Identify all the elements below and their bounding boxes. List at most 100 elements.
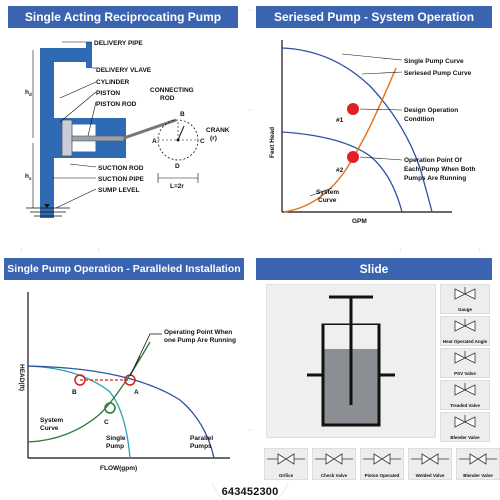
symbol-label: Orifice (278, 473, 294, 478)
label-delivery-valve: DELIVERY VLAVE (96, 67, 152, 74)
point-c (104, 402, 116, 414)
valve-symbol-icon (363, 453, 401, 465)
symbol-label: Treaded Valve (449, 403, 481, 408)
label-single-1: Single (106, 435, 126, 442)
valve-symbol-icon (454, 415, 476, 428)
system-curve (283, 67, 397, 213)
bottom-symbols: Orifice Check Valve Piston Operated Welded … (264, 448, 500, 480)
symbol-tile: Blender Valve (456, 448, 500, 480)
label-point-2: #2 (336, 167, 344, 174)
point-2 (347, 151, 359, 163)
symbol-tile: Heat Operated Angle (440, 316, 490, 346)
pipe-vertical (40, 48, 54, 218)
panel-seriesed-pump: Seriesed Pump - System Operation Single … (252, 0, 500, 248)
point-1 (347, 103, 359, 115)
panel-reciprocating-pump: Single Acting Reciprocating Pump (0, 0, 248, 248)
reciprocating-pump-diagram: DELIVERY PIPE DELIVERY VLAVE CYLINDER PI… (25, 40, 230, 218)
panel-title: Single Acting Reciprocating Pump (8, 6, 238, 28)
label-piston: PISTON (96, 90, 120, 97)
series-pump-curve (281, 47, 433, 213)
symbol-tile: Piston Operated (360, 448, 404, 480)
symbol-tile: PSV Valve (440, 348, 490, 378)
callout-1: Operating Point When (164, 329, 232, 336)
label-crank-r: (r) (210, 135, 217, 142)
symbol-tile: Bleeder Valve (440, 412, 490, 442)
label-sump-level: SUMP LEVEL (98, 187, 139, 194)
label-piston-rod: PISTON ROD (96, 101, 137, 108)
label-crank: CRANK (206, 127, 230, 134)
label-op-1: Operation Point Of (404, 157, 463, 164)
single-pump-curve (27, 365, 131, 459)
legend-series: Seriesed Pump Curve (404, 70, 472, 77)
valve-symbol-icon (454, 351, 476, 364)
label-l-2r: L=2r (170, 183, 184, 190)
point-b (74, 374, 86, 386)
panel-title: Single Pump Operation - Paralleled Insta… (4, 258, 244, 280)
slide-main-box (266, 284, 436, 438)
symbol-label: Check Valve (320, 473, 348, 478)
symbol-label: Piston Operated (364, 473, 400, 478)
label-suction-rod: SUCTION ROD (98, 165, 144, 172)
label-system-2: Curve (40, 425, 59, 432)
symbol-tile: Gauge (440, 284, 490, 314)
label-point-d: D (175, 163, 180, 170)
symbol-label: Gauge (457, 307, 472, 312)
label-op-3: Pumps Are Running (404, 175, 466, 182)
seriesed-pump-chart: Single Pump Curve Seriesed Pump Curve De… (269, 40, 476, 225)
panel-title: Slide (256, 258, 492, 280)
symbol-tile: Orifice (264, 448, 308, 480)
label-point-a: A (152, 138, 157, 145)
legend-single: Single Pump Curve (404, 58, 464, 65)
slide-valve-diagram (307, 295, 395, 427)
valve-symbol-icon (454, 287, 476, 300)
symbol-tile: Check Valve (312, 448, 356, 480)
piston-rod (71, 135, 125, 142)
label-c: C (104, 419, 109, 426)
y-axis-label: HEAD(ft) (18, 364, 25, 391)
x-axis-label: GPM (352, 218, 367, 225)
label-system-1: System (316, 189, 339, 196)
valve-symbol-icon (411, 453, 449, 465)
label-cylinder: CYLINDER (96, 79, 130, 86)
parallel-pump-chart: Operating Point When one Pump Are Runnin… (18, 292, 236, 472)
symbol-label: Blender Valve (463, 473, 493, 478)
callout-2: one Pump Are Running (164, 337, 236, 344)
label-design-1: Design Operation (404, 107, 458, 114)
symbol-label: Welded Valve (415, 473, 445, 478)
label-system-1: System (40, 417, 63, 424)
label-system-2: Curve (318, 197, 337, 204)
symbol-tile: Welded Valve (408, 448, 452, 480)
symbol-label: Bleeder Valve (450, 435, 480, 440)
symbol-label: Heat Operated Angle (442, 339, 488, 344)
label-suction-pipe: SUCTION PIPE (98, 176, 145, 183)
label-hd: h (25, 89, 29, 96)
delivery-pipe-horizontal (40, 48, 92, 62)
label-point-1: #1 (336, 117, 344, 124)
label-point-c: C (200, 138, 205, 145)
valve-symbol-icon (267, 453, 305, 465)
label-hd-sub: d (29, 92, 32, 97)
label-connecting-rod: CONNECTING (150, 87, 194, 94)
label-delivery-pipe: DELIVERY PIPE (94, 40, 143, 47)
crank-circle (157, 119, 199, 161)
label-parallel-2: Pumps (190, 443, 212, 450)
symbol-label: PSV Valve (454, 371, 476, 376)
label-point-b: B (180, 111, 185, 118)
parallel-pumps-curve (27, 365, 215, 459)
label-hs-sub: s (29, 176, 32, 181)
valve-symbol-icon (315, 453, 353, 465)
y-axis-label: Feet Head (269, 127, 276, 158)
label-op-2: Each Pump When Both (404, 166, 476, 173)
label-design-2: Condition (404, 116, 434, 123)
valve-symbol-icon (459, 453, 497, 465)
panel-parallel-pump: Single Pump Operation - Paralleled Insta… (0, 252, 248, 482)
watermark-id: 643452300 (221, 486, 279, 498)
single-pump-curve (281, 131, 403, 213)
label-single-2: Pump (106, 443, 124, 450)
piston (61, 119, 73, 157)
label-a: A (134, 389, 139, 396)
valve-symbol-icon (454, 319, 476, 332)
panel-title: Seriesed Pump - System Operation (256, 6, 492, 28)
